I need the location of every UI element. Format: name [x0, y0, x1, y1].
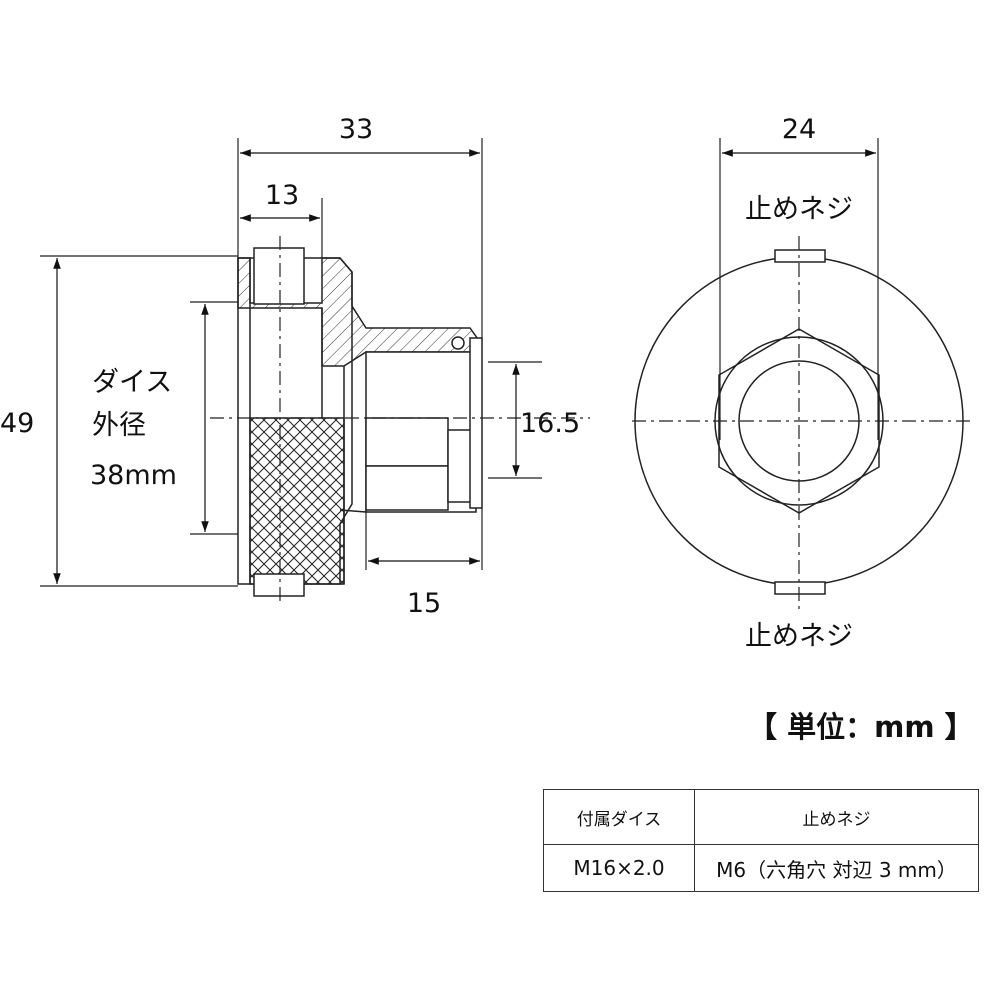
set-screw-label-top: 止めネジ	[745, 194, 853, 225]
spec-table-header-row: 付属ダイス 止めネジ	[543, 789, 979, 845]
spec-table: 付属ダイス 止めネジ M16×2.0 M6（六角穴 対辺 3 mm）	[543, 789, 979, 892]
set-screw-label-bottom: 止めネジ	[745, 621, 853, 652]
spec-header-die: 付属ダイス	[543, 789, 695, 845]
dim-knurl-width: 13	[265, 180, 299, 211]
set-screw-side-bottom	[253, 573, 305, 597]
dim-shaft-length: 15	[407, 588, 441, 619]
die-od-label-line1: ダイス	[92, 367, 172, 398]
die-od-label-line2: 外径	[92, 410, 146, 441]
dim-hex-across: 24	[782, 114, 816, 145]
set-screw-front-top	[774, 249, 826, 263]
detent-pin	[451, 336, 465, 350]
spec-value-die: M16×2.0	[543, 844, 695, 892]
front-extension-lines	[719, 138, 879, 440]
side-center-lines	[210, 236, 590, 604]
dim-overall-length: 33	[339, 114, 373, 145]
dimension-lines	[53, 149, 876, 584]
spec-value-set-screw: M6（六角穴 対辺 3 mm）	[694, 844, 979, 892]
dim-shaft-diameter: 16.5	[520, 408, 580, 439]
unit-note: 【 単位：mm 】	[748, 710, 974, 744]
spec-header-set-screw: 止めネジ	[694, 789, 979, 845]
die-od-value: 38mm	[90, 460, 177, 491]
side-view	[237, 247, 483, 597]
dim-outer-diameter: 49	[0, 408, 34, 439]
spec-table-data-row: M16×2.0 M6（六角穴 対辺 3 mm）	[543, 844, 979, 892]
set-screw-side-top	[253, 247, 305, 305]
knurled-grip	[249, 417, 345, 585]
extension-lines	[40, 138, 542, 587]
set-screw-front-bottom	[774, 581, 826, 595]
front-center-lines	[632, 236, 970, 610]
